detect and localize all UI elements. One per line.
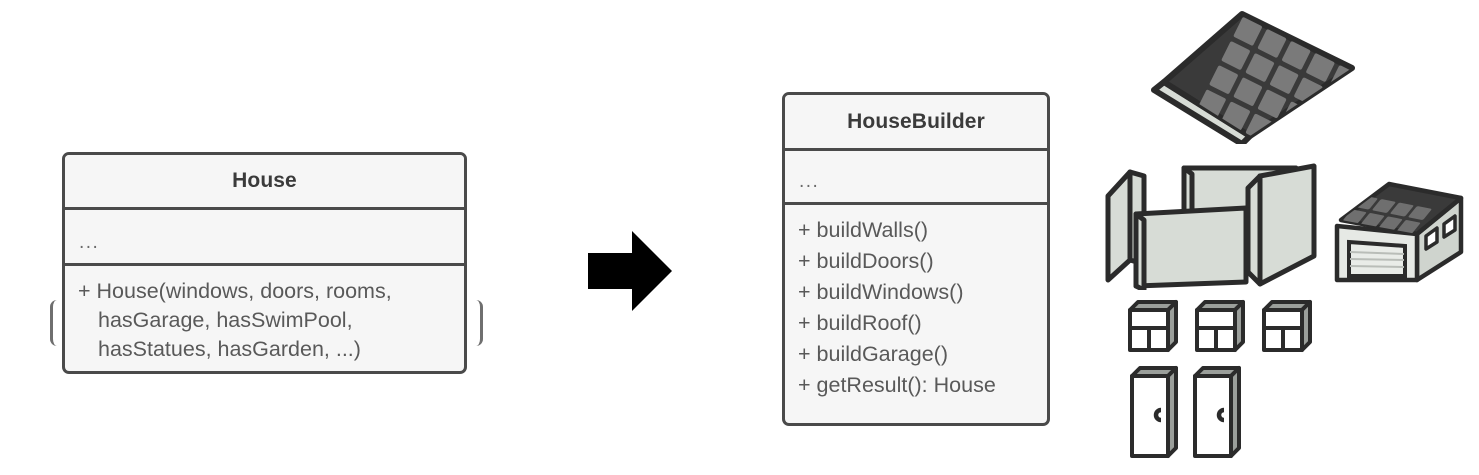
housebuilder-operations-section: + buildWalls() + buildDoors() + buildWin… <box>785 202 1047 401</box>
house-left-bracket <box>50 300 67 346</box>
housebuilder-operation-buildwindows: + buildWindows() <box>798 280 964 304</box>
house-operations-section: + House(windows, doors, rooms, hasGarage… <box>65 263 464 364</box>
housebuilder-title-section: HouseBuilder <box>785 95 1047 148</box>
uml-class-house[interactable]: House ... + House(windows, doors, rooms,… <box>62 152 467 374</box>
housebuilder-attributes-section: ... <box>785 148 1047 202</box>
housebuilder-attributes-ellipsis: ... <box>799 171 820 192</box>
uml-class-housebuilder[interactable]: HouseBuilder ... + buildWalls() + buildD… <box>782 92 1050 426</box>
house-attributes-ellipsis: ... <box>79 232 100 253</box>
garage-part-icon <box>1334 181 1464 283</box>
windows-part-icon <box>1128 300 1312 352</box>
housebuilder-class-name: HouseBuilder <box>847 110 985 133</box>
roof-part-icon <box>1151 11 1355 144</box>
housebuilder-operation-buildgarage: + buildGarage() <box>798 342 948 366</box>
housebuilder-operation-buildroof: + buildRoof() <box>798 311 922 335</box>
house-title-section: House <box>65 155 464 207</box>
house-operation-constructor-line1: + House(windows, doors, rooms, <box>78 279 392 303</box>
doors-part-icon <box>1130 366 1241 458</box>
transformation-arrow-icon <box>588 231 672 311</box>
house-right-bracket <box>466 300 483 346</box>
house-class-name: House <box>232 169 297 192</box>
house-operation-constructor-line3: hasStatues, hasGarden, ...) <box>98 337 361 361</box>
housebuilder-operation-buildwalls: + buildWalls() <box>798 218 929 242</box>
house-operation-constructor-line2: hasGarage, hasSwimPool, <box>98 308 353 332</box>
housebuilder-operation-builddoors: + buildDoors() <box>798 249 934 273</box>
walls-part-icon <box>1105 163 1317 290</box>
house-attributes-section: ... <box>65 207 464 263</box>
housebuilder-operation-getresult: + getResult(): House <box>798 373 996 397</box>
